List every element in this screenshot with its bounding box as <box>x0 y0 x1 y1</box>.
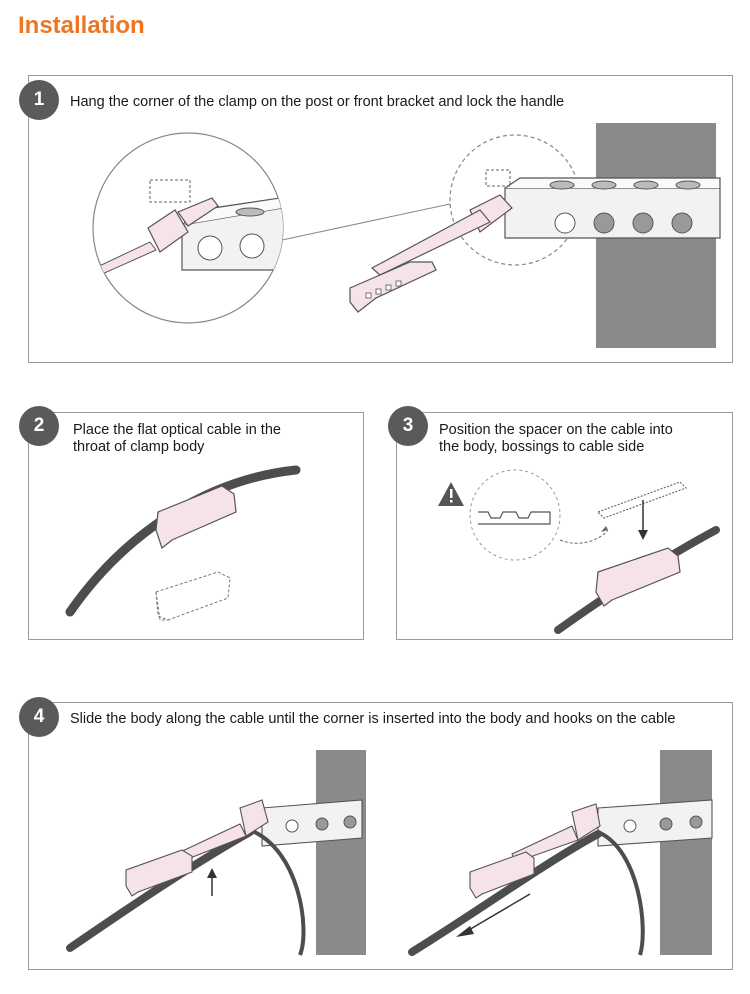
spacer-profile <box>478 511 551 525</box>
step-4-text: Slide the body along the cable until the… <box>70 711 675 728</box>
flat-optical-cable <box>408 830 602 956</box>
warning-icon <box>438 482 464 506</box>
step-2-text-line-1: Place the flat optical cable in the <box>73 422 281 438</box>
clamp-handle <box>239 799 269 837</box>
page-title: Installation <box>18 12 145 39</box>
step-2-text: Place the flat optical cable in the thro… <box>73 422 281 456</box>
clamp-body <box>469 851 535 899</box>
step-1-badge: 1 <box>19 80 59 120</box>
pole-post <box>660 750 712 955</box>
step-3-text-line-2: the body, bossings to cable side <box>439 439 645 455</box>
pole-post <box>316 750 366 955</box>
perforated-bracket <box>597 799 713 847</box>
step-3-panel <box>396 412 733 640</box>
step-2-badge: 2 <box>19 406 59 446</box>
flat-optical-cable <box>66 828 254 952</box>
arrow-down-left-icon <box>456 893 531 937</box>
step-4-scene-right <box>408 750 713 956</box>
clamp-body <box>125 849 193 897</box>
clamp-body-ghost <box>155 571 231 621</box>
clamp-handle <box>571 803 601 841</box>
clamp-body <box>155 485 237 550</box>
step-4-badge: 4 <box>19 697 59 737</box>
arrow-up-icon <box>207 868 217 896</box>
zoom-detail <box>92 132 284 324</box>
step-2-text-line-2: throat of clamp body <box>73 439 205 455</box>
spacer-detail-circle <box>469 469 561 561</box>
step-4-scene-left <box>66 750 366 956</box>
clamp-body <box>595 547 681 607</box>
clamp-body <box>349 261 437 313</box>
step-4-text-line-1: Slide the body along the cable until the… <box>70 711 676 727</box>
step-3-text: Position the spacer on the cable into th… <box>439 422 673 456</box>
drop-cable-loop <box>597 830 645 956</box>
step-3-text-line-1: Position the spacer on the cable into <box>439 422 673 438</box>
spacer-part <box>597 481 687 519</box>
clamp-handle <box>370 169 513 276</box>
perforated-bracket <box>504 177 721 239</box>
drop-cable-loop <box>249 828 306 956</box>
step-3-badge: 3 <box>388 406 428 446</box>
step-1-text: Hang the corner of the clamp on the post… <box>70 94 564 111</box>
step-1-text-line-1: Hang the corner of the clamp on the post… <box>70 94 565 110</box>
perforated-bracket <box>261 799 363 847</box>
arrow-down-icon <box>638 500 648 540</box>
